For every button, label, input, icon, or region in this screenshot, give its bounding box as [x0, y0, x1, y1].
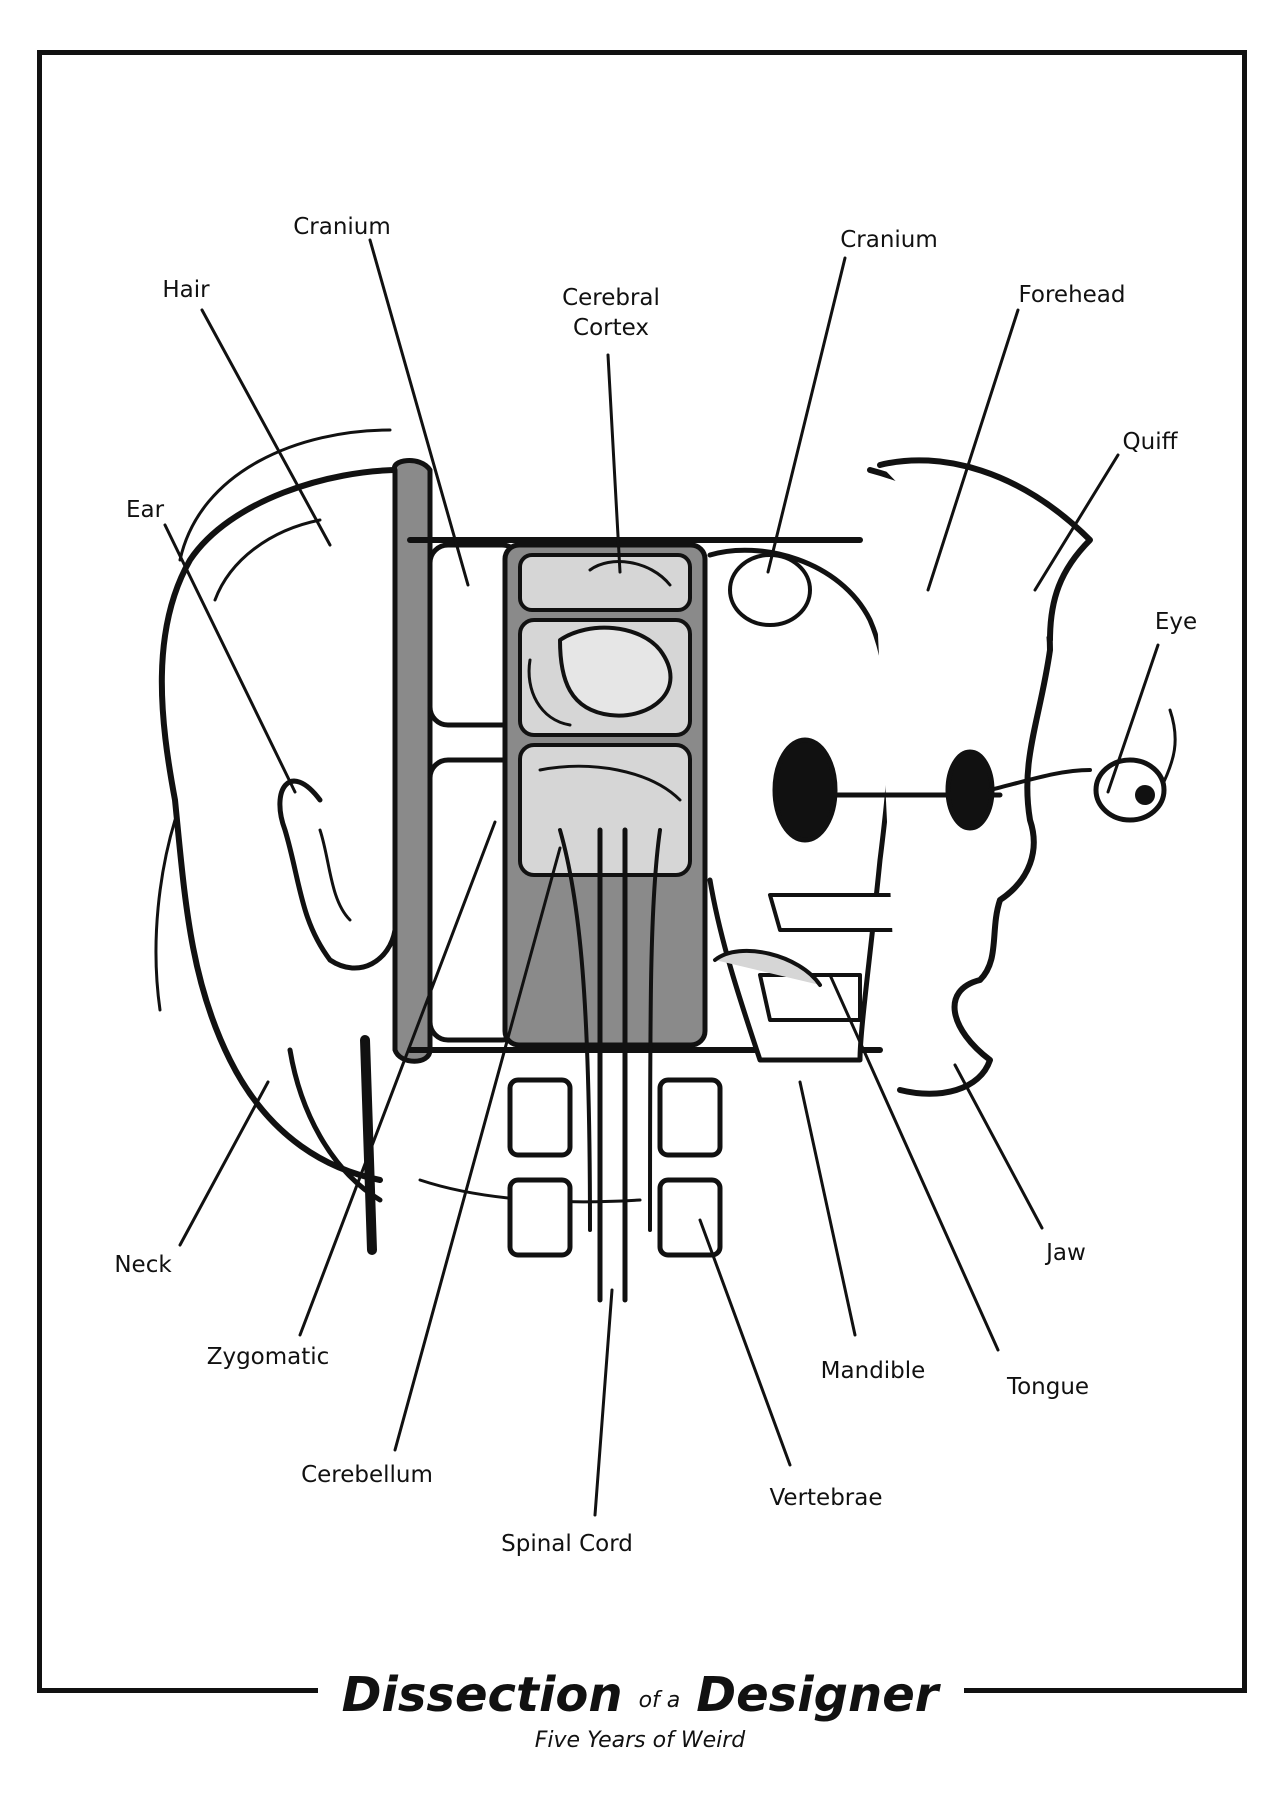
leader-cranium-left: [368, 238, 470, 587]
poster-frame: [37, 50, 1247, 1690]
title-connector: of a: [628, 1687, 691, 1713]
neck-shade: [360, 1035, 377, 1255]
leader-neck: [178, 1080, 270, 1247]
label-mandible: Mandible: [820, 1358, 926, 1384]
quiff-outline: [877, 457, 1093, 643]
leader-ear: [163, 523, 297, 794]
label-zygomatic: Zygomatic: [206, 1344, 330, 1370]
brain-fold: [558, 625, 673, 718]
label-hair: Hair: [162, 277, 210, 303]
left-cranium-shell: [392, 458, 433, 1064]
label-neck: Neck: [114, 1252, 172, 1278]
vertebra: [657, 1177, 723, 1258]
hair-inner-line: [213, 518, 322, 602]
label-jaw: Jaw: [1046, 1240, 1086, 1266]
nerve: [648, 828, 662, 1232]
motion-line: [154, 818, 177, 1012]
leader-quiff: [1033, 453, 1120, 592]
neck-outline: [287, 1047, 383, 1203]
leader-jaw: [953, 1063, 1044, 1230]
label-ear: Ear: [125, 497, 165, 523]
brain-fold: [527, 658, 572, 727]
leader-cerebellum: [393, 846, 562, 1452]
leader-forehead: [926, 308, 1020, 592]
label-spinal-cord: Spinal Cord: [501, 1531, 633, 1557]
label-cranium-left: Cranium: [293, 214, 391, 240]
leader-spinal-cord: [593, 1288, 614, 1517]
eye-hole: [945, 749, 995, 831]
vertebra: [657, 1077, 723, 1158]
nerve: [558, 828, 592, 1232]
title-word-designer: Designer: [690, 1667, 945, 1723]
label-cranium-right: Cranium: [840, 227, 938, 253]
leader-hair: [200, 308, 332, 547]
leader-cerebral-cortex: [606, 353, 622, 574]
pupil: [1135, 785, 1155, 805]
vertebra: [507, 1077, 573, 1158]
leader-vertebrae: [698, 1218, 792, 1467]
label-forehead: Forehead: [1018, 282, 1126, 308]
brain-fold: [588, 560, 672, 587]
cerebellum-window: [518, 743, 692, 877]
leader-mandible: [798, 1080, 857, 1337]
leader-zygomatic: [298, 820, 497, 1337]
label-cerebellum: Cerebellum: [301, 1462, 433, 1488]
vertebra: [507, 1177, 573, 1258]
label-quiff: Quiff: [1122, 429, 1178, 455]
tongue-shape: [713, 948, 822, 987]
ear-outline: [277, 778, 398, 971]
label-tongue: Tongue: [1006, 1374, 1090, 1400]
title-word-dissection: Dissection: [335, 1667, 629, 1723]
cranium-highlight: [728, 553, 812, 627]
leader-tongue: [828, 973, 1000, 1352]
motion-line: [178, 428, 392, 562]
ear-inner: [318, 828, 352, 922]
teeth-upper: [768, 893, 902, 932]
eye-stalk: [988, 768, 1092, 792]
label-cerebral-cortex: Cerebral Cortex: [562, 285, 660, 341]
eyeball: [1093, 757, 1167, 823]
poster-subtitle: Five Years of Weird: [534, 1728, 746, 1753]
brain-fold: [538, 764, 682, 802]
eye-socket: [772, 737, 838, 843]
poster-title: Dissection of a Designer: [0, 1650, 1280, 1740]
label-eye: Eye: [1154, 609, 1198, 635]
leader-eye: [1106, 643, 1160, 794]
label-vertebrae: Vertebrae: [769, 1485, 883, 1511]
leader-cranium-right: [766, 256, 847, 574]
